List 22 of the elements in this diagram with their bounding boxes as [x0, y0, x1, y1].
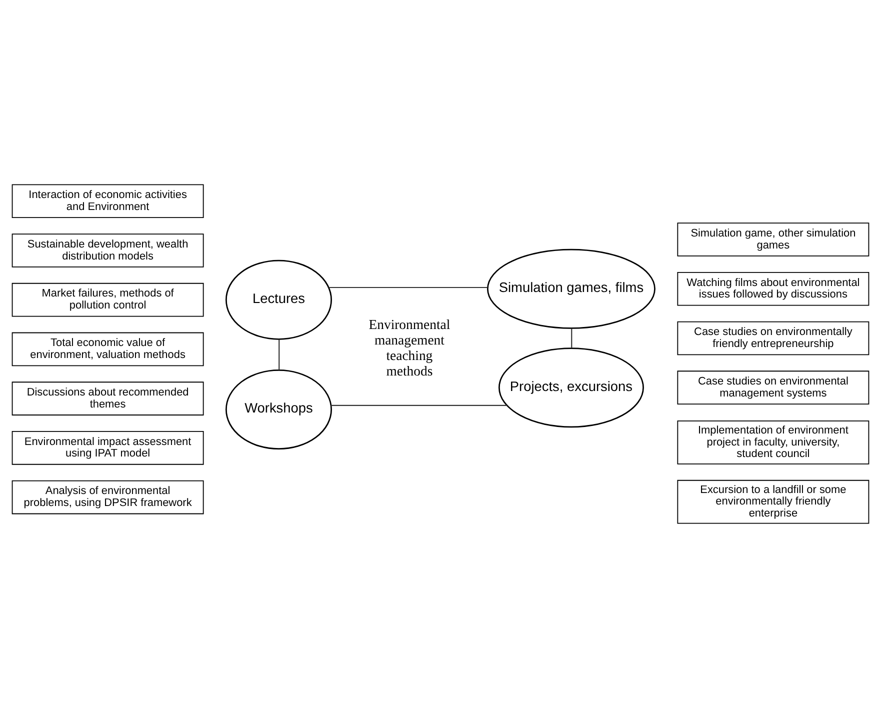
- node-box: Simulation game, other simulation games: [677, 222, 870, 256]
- node-box: Environmental impact assessment using IPAT model: [12, 431, 204, 465]
- node-box: Sustainable development, wealth distribution models: [12, 234, 204, 268]
- connector: [571, 328, 572, 348]
- node-ellipse: Workshops: [226, 370, 332, 450]
- connector: [328, 286, 488, 288]
- node-ellipse: Lectures: [226, 260, 332, 340]
- node-box: Case studies on environmental management systems: [677, 370, 870, 404]
- node-box: Interaction of economic activities and Environment: [12, 184, 204, 218]
- node-box: Watching films about environmental issues followed by discussions: [677, 272, 870, 306]
- node-box: Implementation of environment project in faculty, university, student council: [677, 420, 870, 464]
- node-box: Market failures, methods of pollution control: [12, 282, 204, 317]
- label: Environmental management teaching methods: [368, 317, 450, 379]
- node-box: Case studies on environmentally friendly entrepreneurship: [677, 321, 870, 356]
- node-box: Total economic value of environment, valuation methods: [12, 332, 204, 366]
- node-box: Analysis of environmental problems, using DPSIR framework: [12, 480, 204, 514]
- connector: [278, 339, 280, 370]
- node-box: Excursion to a landfill or some environmentally friendly enterprise: [677, 480, 870, 524]
- connector: [331, 404, 507, 406]
- node-ellipse: Projects, excursions: [498, 348, 644, 428]
- node-box: Discussions about recommended themes: [12, 382, 204, 416]
- node-ellipse: Simulation games, films: [486, 248, 656, 329]
